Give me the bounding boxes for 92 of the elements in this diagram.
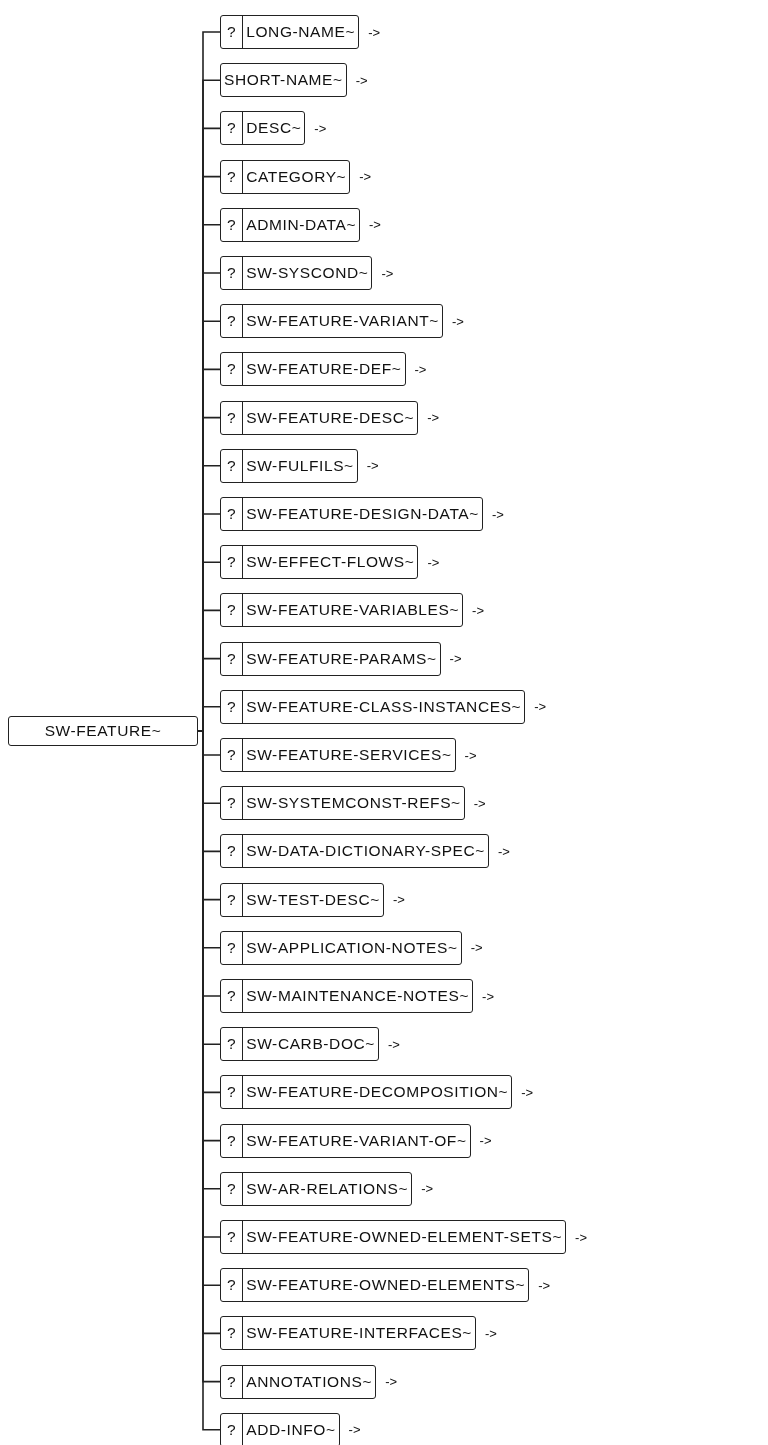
element-box	[220, 930, 462, 965]
expand-arrow-text: ->	[388, 1036, 400, 1052]
element-name: SW-FEATURE-VARIABLES~	[245, 600, 461, 621]
element-box	[8, 716, 198, 746]
expand-arrow-text: ->	[538, 1277, 551, 1293]
expand-arrow-text: ->	[479, 1133, 492, 1149]
expand-arrow-text: ->	[464, 747, 477, 763]
expand-arrow-text: ->	[470, 940, 483, 956]
expand-arrow-text: ->	[482, 988, 495, 1004]
element-name: SW-AR-RELATIONS~	[245, 1178, 410, 1199]
element-name: ANNOTATIONS~	[245, 1371, 374, 1392]
element-box	[220, 400, 419, 435]
element-box	[220, 834, 489, 869]
element-box	[220, 1316, 476, 1351]
expand-arrow-text: ->	[491, 506, 504, 522]
expand-arrow-text: ->	[385, 1374, 398, 1390]
element-box	[220, 979, 474, 1013]
element-box	[220, 1412, 340, 1445]
element-name: SW-FEATURE-OWNED-ELEMENTS~	[245, 1275, 527, 1296]
element-box	[220, 63, 347, 98]
element-name: SW-FEATURE-DECOMPOSITION~	[245, 1082, 510, 1103]
expand-arrow-text: ->	[498, 843, 510, 859]
element-name: SW-EFFECT-FLOWS~	[245, 552, 416, 573]
element-name: LONG-NAME~	[245, 22, 357, 42]
expand-arrow-text: ->	[427, 554, 440, 570]
element-box	[220, 497, 483, 531]
element-name: SHORT-NAME~	[223, 70, 344, 91]
expand-arrow-text: ->	[472, 602, 484, 618]
element-box	[220, 159, 351, 194]
element-box	[220, 304, 443, 339]
element-box	[220, 738, 456, 772]
expand-arrow-text: ->	[485, 1325, 497, 1341]
expand-arrow-text: ->	[368, 24, 381, 40]
expand-arrow-text: ->	[359, 169, 372, 185]
element-name: SW-FEATURE-DESIGN-DATA~	[245, 504, 480, 524]
expand-arrow-text: ->	[575, 1229, 587, 1245]
element-box	[220, 207, 361, 242]
element-name: DESC~	[245, 118, 303, 139]
element-box	[220, 352, 406, 387]
element-name: SW-APPLICATION-NOTES~	[245, 937, 459, 958]
element-box	[220, 1268, 530, 1303]
element-name: SW-DATA-DICTIONARY-SPEC~	[245, 841, 486, 862]
element-name: SW-SYSCOND~	[245, 263, 370, 283]
expand-arrow-text: ->	[421, 1181, 434, 1197]
element-name: SW-FEATURE-PARAMS~	[245, 648, 438, 669]
expand-arrow-text: ->	[381, 265, 394, 281]
element-name: ADD-INFO~	[245, 1419, 337, 1440]
element-box	[220, 882, 384, 917]
expand-arrow-text: ->	[355, 72, 368, 88]
element-name: SW-FEATURE-INTERFACES~	[245, 1323, 473, 1344]
element-box	[220, 1027, 379, 1062]
expand-arrow-text: ->	[451, 313, 464, 329]
element-box	[220, 15, 360, 49]
element-box	[220, 1364, 377, 1399]
element-box	[220, 786, 465, 821]
element-name: SW-FEATURE-SERVICES~	[245, 745, 453, 765]
element-name: SW-FULFILS~	[245, 455, 355, 476]
expand-arrow-text: ->	[521, 1084, 534, 1100]
element-name: SW-FEATURE-VARIANT~	[245, 311, 440, 332]
element-box	[220, 1220, 567, 1254]
element-box	[220, 448, 358, 483]
expand-arrow-text: ->	[366, 458, 379, 474]
expand-arrow-text: ->	[348, 1422, 361, 1438]
element-name: SW-FEATURE~	[44, 722, 162, 740]
expand-arrow-text: ->	[534, 699, 547, 715]
element-box	[220, 641, 441, 676]
element-name: SW-MAINTENANCE-NOTES~	[245, 986, 471, 1006]
expand-arrow-text: ->	[414, 361, 427, 377]
element-name: SW-FEATURE-DESC~	[245, 407, 416, 428]
expand-arrow-text: ->	[392, 892, 405, 908]
element-name: SW-FEATURE-OWNED-ELEMENT-SETS~	[245, 1227, 564, 1247]
element-box	[220, 593, 464, 628]
element-name: SW-FEATURE-DEF~	[245, 359, 403, 380]
element-box	[220, 111, 306, 146]
element-name: ADMIN-DATA~	[245, 214, 358, 235]
element-name: SW-FEATURE-VARIANT-OF~	[245, 1130, 468, 1151]
expand-arrow-text: ->	[314, 120, 327, 136]
expand-arrow-text: ->	[449, 651, 462, 667]
element-box	[220, 256, 373, 290]
expand-arrow-text: ->	[427, 410, 440, 426]
expand-arrow-text: ->	[369, 217, 381, 233]
element-box	[220, 1075, 513, 1110]
element-box	[220, 1123, 471, 1158]
element-name: SW-FEATURE-CLASS-INSTANCES~	[245, 696, 523, 717]
element-name: SW-SYSTEMCONST-REFS~	[245, 793, 462, 814]
element-box	[220, 689, 526, 724]
expand-arrow-text: ->	[473, 795, 486, 811]
element-name: SW-CARB-DOC~	[245, 1034, 376, 1055]
element-box	[220, 545, 419, 580]
element-box	[220, 1171, 413, 1206]
element-name: SW-TEST-DESC~	[245, 889, 381, 910]
element-name: CATEGORY~	[245, 166, 348, 187]
